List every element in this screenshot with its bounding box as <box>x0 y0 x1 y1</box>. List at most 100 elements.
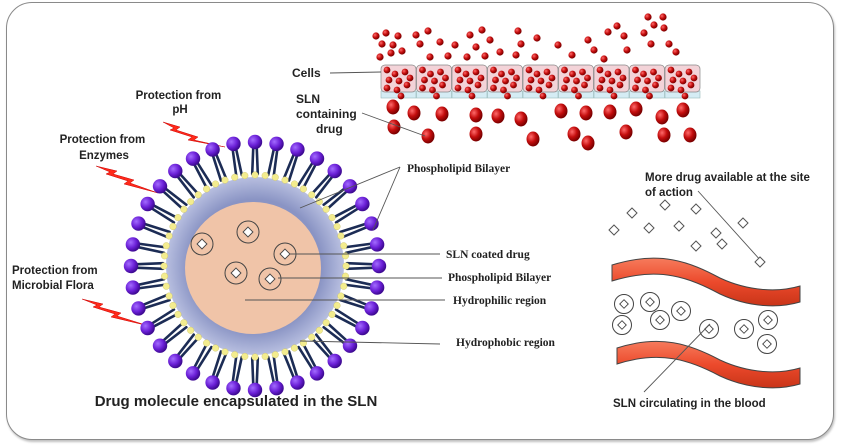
glycerol-bead <box>174 310 182 318</box>
phospholipid-tail <box>282 151 299 182</box>
glycerol-bead <box>165 292 173 300</box>
drug-dot <box>490 66 497 74</box>
phospholipid-tail <box>231 146 244 178</box>
phospholipid-tail <box>140 293 171 310</box>
phospholipid-head <box>168 163 183 179</box>
sln-drug-dot <box>421 128 435 144</box>
drug-dot <box>646 92 653 100</box>
sln-ring <box>640 292 660 312</box>
drug-diamond-icon <box>655 315 665 325</box>
phospholipid-tail <box>322 186 350 211</box>
drug-dot <box>451 41 459 49</box>
glycerol-bead <box>281 348 289 356</box>
phospholipid-head <box>226 380 241 396</box>
phospholipid-tail <box>211 350 228 381</box>
phospholipid-head <box>327 353 342 369</box>
drug-dot <box>596 66 604 74</box>
sln-drug-dot <box>514 111 528 127</box>
sln-containing-drug-leader <box>361 112 426 137</box>
phospholipid-head <box>355 196 370 212</box>
sln-particle <box>123 134 387 398</box>
glycerol-bead <box>290 344 298 352</box>
drug-dot <box>406 74 414 82</box>
drug-dot <box>608 77 616 85</box>
cell <box>558 64 594 100</box>
drug-dot <box>604 70 612 78</box>
cell <box>487 64 523 100</box>
sln-drug-dot <box>676 102 690 118</box>
glycerol-bead <box>231 173 239 181</box>
drug-dot <box>421 76 428 84</box>
circulating-sln <box>758 310 778 330</box>
leader-line <box>299 166 401 209</box>
drug-dot <box>498 70 505 78</box>
phospholipid-tail <box>266 354 279 386</box>
drug-dot <box>554 41 562 49</box>
drug-dot <box>426 53 434 61</box>
drug-dot <box>456 76 464 84</box>
phospholipid-tail <box>133 261 165 271</box>
sln-ring <box>612 315 632 335</box>
drug-dot <box>640 29 648 37</box>
sln-ring <box>224 261 248 285</box>
drug-dot <box>590 46 598 54</box>
phospholipid-head <box>309 151 325 166</box>
phospholipid-head <box>140 320 155 336</box>
hydrophobic-region-label: Hydrophobic region <box>456 337 556 349</box>
phospholipid-head <box>369 237 385 252</box>
glycerol-bead <box>341 252 349 260</box>
drug-dot <box>584 36 592 44</box>
drug-dot <box>496 48 504 56</box>
drug-diamond-icon <box>716 238 728 250</box>
phospholipid-head <box>185 366 201 381</box>
phospholipid-tail <box>343 277 375 290</box>
phospholipid-tail <box>331 308 362 329</box>
drug-dot <box>650 68 657 76</box>
protection-ph-label: Protection from pH <box>136 90 225 116</box>
phospholipid-tail <box>192 159 213 190</box>
sln-drug-dot <box>554 103 568 119</box>
encapsulated-drug <box>190 232 214 256</box>
cell <box>380 64 417 100</box>
glycerol-bead <box>290 180 298 188</box>
drug-dot <box>394 32 402 40</box>
drug-dot <box>616 81 624 89</box>
drug-diamond-icon <box>264 273 276 285</box>
drug-dot <box>672 48 680 56</box>
phospholipid-head <box>364 216 379 231</box>
drug-diamond-icon <box>737 217 749 229</box>
drug-dot <box>610 92 618 100</box>
drug-dot <box>462 70 470 78</box>
phospholipid-heads <box>123 134 387 398</box>
drug-dot <box>531 53 539 61</box>
drug-dot <box>533 34 541 42</box>
glycerol-bead <box>241 172 249 180</box>
drug-dot <box>634 76 641 84</box>
protection-microbial-label: Protection from Microbial Flora <box>12 265 101 292</box>
drug-dot <box>472 43 480 51</box>
drug-diamond-icon <box>230 267 242 279</box>
phospholipid-head <box>290 142 305 157</box>
drug-dot <box>486 36 494 44</box>
circulating-sln <box>671 301 691 321</box>
drug-dot <box>600 55 608 63</box>
drug-dot <box>436 38 444 46</box>
drug-dot <box>573 77 580 85</box>
drug-dot <box>667 84 675 92</box>
glycerol-bead <box>165 232 173 240</box>
glycerol-bead <box>322 319 330 327</box>
drug-dot <box>604 28 612 36</box>
drug-dot <box>490 84 497 92</box>
drug-diamond-icon <box>196 238 208 250</box>
drug-diamond-icon <box>710 227 722 239</box>
phospholipid-tail <box>331 203 362 224</box>
glycerol-bead <box>328 310 336 318</box>
sln-ring <box>757 334 777 354</box>
sln-drug-dot <box>683 127 697 143</box>
drug-diamond-icon <box>739 324 749 334</box>
glycerol-bead <box>261 352 269 360</box>
phospholipid-head <box>269 380 284 396</box>
drug-dot <box>429 86 436 94</box>
glycerol-bead <box>194 191 202 199</box>
